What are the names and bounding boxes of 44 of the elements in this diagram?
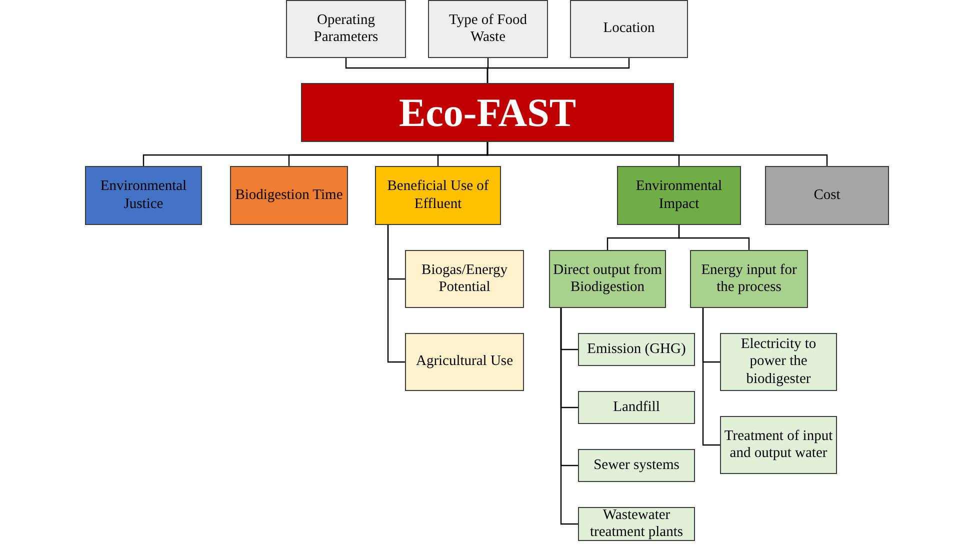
- category-box: [549, 250, 666, 308]
- category-box: [405, 250, 524, 308]
- connector-line: [560, 308, 578, 525]
- node-label: Biodigestion Time: [235, 186, 343, 204]
- node-label: Cost: [814, 186, 840, 204]
- category-box: [230, 166, 348, 225]
- category-box: [578, 333, 695, 366]
- node-label: Direct output from Biodigestion: [553, 262, 662, 296]
- connector-line: [702, 308, 720, 446]
- node-label: Landfill: [613, 398, 660, 416]
- category-box: [375, 166, 501, 225]
- category-box: [286, 0, 406, 58]
- node-label: Operating Parameters: [312, 12, 380, 46]
- node-label: Electricity to power the biodigester: [740, 336, 818, 388]
- connector-line: [486, 142, 828, 166]
- category-box: [570, 0, 688, 58]
- category-box: [617, 166, 741, 225]
- node-label: Beneficial Use of Effluent: [386, 178, 490, 213]
- category-box: [720, 333, 837, 391]
- category-box: [765, 166, 889, 225]
- category-box: [690, 250, 808, 308]
- node-label: Treatment of input and output water: [724, 428, 833, 462]
- category-box: [405, 333, 524, 391]
- connector-line: [486, 58, 630, 83]
- node-label: Environmental Impact: [634, 178, 724, 213]
- node-label: Energy input for the process: [700, 262, 798, 296]
- node-label: Environmental Justice: [99, 178, 188, 213]
- category-box: [428, 0, 548, 58]
- connector-line: [678, 225, 750, 250]
- category-box: [578, 507, 695, 541]
- category-box: [85, 166, 202, 225]
- node-label: Location: [603, 20, 655, 38]
- node-label: Sewer systems: [594, 456, 680, 474]
- title-banner: [301, 83, 674, 142]
- node-label: Emission (GHG): [587, 340, 686, 358]
- node-label: Type of Food Waste: [448, 12, 528, 46]
- node-label: Eco-FAST: [398, 88, 576, 136]
- node-label: Biogas/Energy Potential: [420, 262, 508, 296]
- node-label: Wastewater treatment plants: [588, 506, 684, 542]
- category-box: [720, 416, 837, 474]
- category-box: [578, 449, 695, 482]
- category-box: [578, 391, 695, 424]
- node-label: Agricultural Use: [416, 353, 514, 371]
- connector-line: [387, 225, 405, 363]
